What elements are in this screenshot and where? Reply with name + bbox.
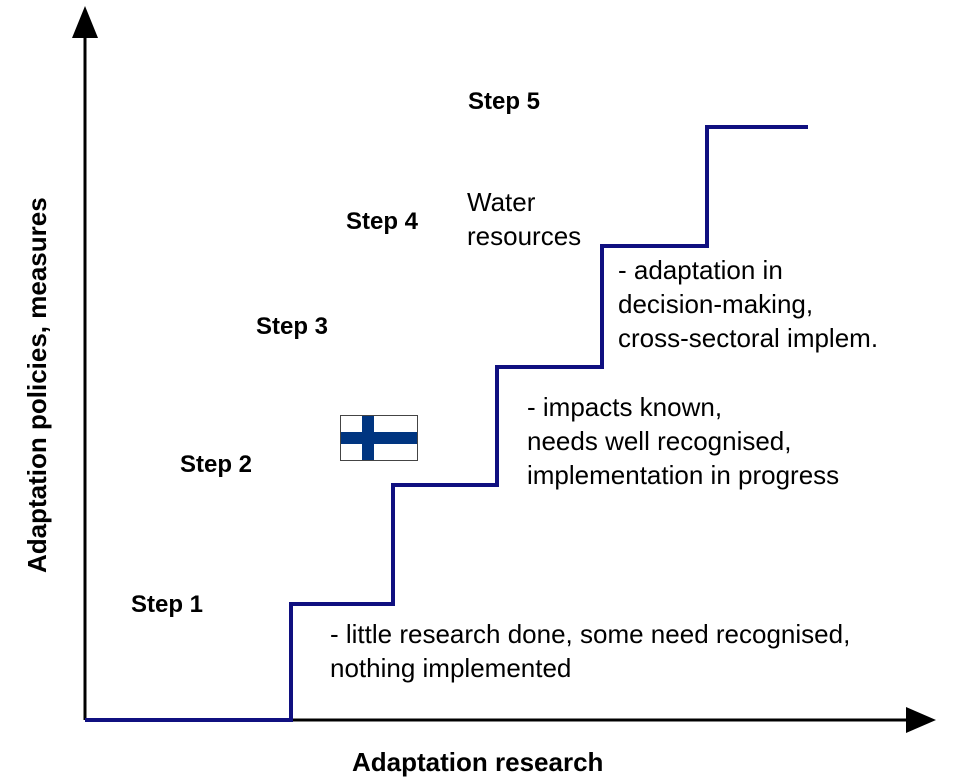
step-1-note-line-2: nothing implemented (330, 653, 572, 683)
step-5-label: Step 5 (468, 88, 541, 115)
step-1-note: - little research done, some need recogn… (330, 617, 850, 685)
step-4-label: Step 4 (346, 208, 419, 235)
y-axis-label: Adaptation policies, measures (22, 197, 52, 573)
step-2-note-line-3: implementation in progress (527, 460, 840, 490)
step-1-note-line-1: - little research done, some need recogn… (330, 619, 851, 649)
finland-flag-icon (340, 415, 418, 461)
step-3-note-line-1: - adaptation in (618, 255, 783, 285)
step-4-note-line-2: resources (467, 221, 582, 251)
step-3-note: - adaptation in decision-making, cross-s… (618, 253, 878, 355)
step-2-note: - impacts known, needs well recognised, … (527, 390, 839, 492)
step-2-note-line-1: - impacts known, (527, 392, 723, 422)
x-axis-label: Adaptation research (352, 747, 604, 777)
x-axis-arrowhead (906, 707, 936, 733)
step-4-note-line-1: Water (467, 187, 536, 217)
y-axis-arrowhead (72, 6, 98, 38)
step-2-label: Step 2 (180, 451, 253, 478)
staircase-line (85, 125, 808, 722)
step-3-note-line-2: decision-making, (618, 289, 814, 319)
step-1-label: Step 1 (131, 591, 204, 618)
step-4-note: Water resources (467, 185, 581, 253)
step-2-note-line-2: needs well recognised, (527, 426, 792, 456)
step-3-note-line-3: cross-sectoral implem. (618, 323, 879, 353)
step-3-label: Step 3 (256, 313, 329, 340)
